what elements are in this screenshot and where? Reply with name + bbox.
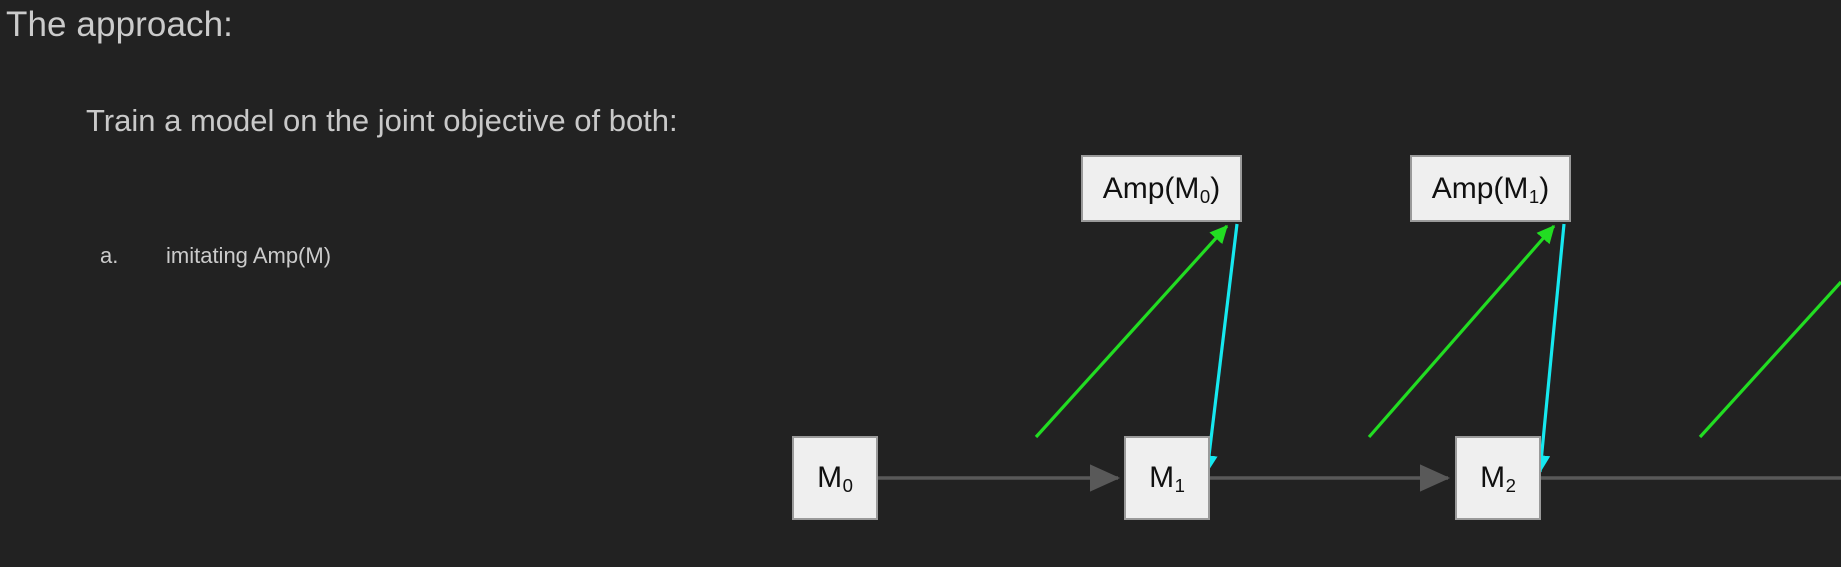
node-amp-m0[interactable]: Amp(M0) [1081, 155, 1242, 222]
list-item: a. imitating Amp(M) [100, 240, 720, 272]
node-m0[interactable]: M0 [792, 436, 878, 520]
green-arrow-amplify-m0 [1034, 224, 1229, 439]
node-amp-m1[interactable]: Amp(M1) [1410, 155, 1571, 222]
node-m0-label: M0 [817, 461, 853, 497]
list-item-marker: a. [100, 243, 119, 268]
node-m2[interactable]: M2 [1455, 436, 1541, 520]
slide-title: The approach: [6, 5, 234, 44]
cyan-arrow-distill-m0 [1200, 223, 1239, 474]
cyan-arrow-distill-m1 [1533, 223, 1566, 474]
list-item-label: imitating Amp(M) [166, 243, 332, 268]
node-m1[interactable]: M1 [1124, 436, 1210, 520]
node-m1-label: M1 [1149, 461, 1185, 497]
node-amp-m0-label: Amp(M0) [1102, 171, 1221, 207]
sub-list: a. imitating Amp(M) [100, 240, 720, 272]
text-column: The approach: Train a model on the joint… [0, 0, 780, 567]
node-amp-m1-label: Amp(M1) [1431, 171, 1550, 207]
body-paragraph: Train a model on the joint objective of … [86, 103, 678, 138]
node-m2-label: M2 [1480, 461, 1516, 497]
green-arrow-amplify-m1 [1367, 224, 1556, 439]
green-arrow-amplify-m2 [1698, 280, 1841, 439]
